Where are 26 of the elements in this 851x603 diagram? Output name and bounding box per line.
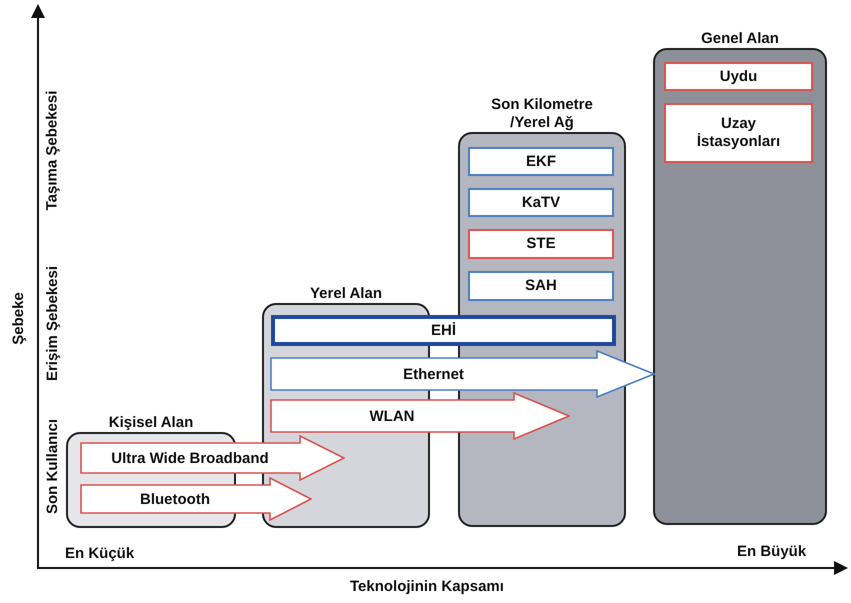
axis-label: Taşıma Şebekesi — [43, 90, 60, 210]
area-heading: Yerel Alan — [310, 285, 382, 303]
axis-label: Son Kullanıcı — [44, 418, 60, 514]
axis-label: En Büyük — [737, 543, 806, 560]
pointed-banner — [270, 392, 570, 440]
area-heading: Kişisel Alan — [108, 414, 194, 432]
banner-label: WLAN — [370, 408, 414, 424]
axis-label: Teknolojinin Kapsamı — [350, 578, 504, 595]
banner-label: Ethernet — [403, 366, 464, 382]
category-box: EHİ — [271, 315, 616, 346]
pointed-banner — [80, 477, 312, 521]
category-box: STE — [468, 229, 614, 259]
banner-label: Ultra Wide Broadband — [111, 450, 269, 466]
pointed-banner — [80, 435, 345, 481]
axis-label: Şebeke — [9, 292, 26, 344]
area-heading: Genel Alan — [701, 30, 779, 48]
category-box: Uzay İstasyonları — [664, 103, 813, 163]
axis-label: Erişim Şebekesi — [44, 265, 61, 381]
category-box: Uydu — [664, 62, 813, 91]
pointed-banner — [270, 350, 655, 398]
category-box: KaTV — [468, 188, 614, 217]
area-heading: Son Kilometre /Yerel Ağ — [490, 96, 594, 132]
axis-label: En Küçük — [65, 545, 134, 562]
category-box: SAH — [468, 271, 614, 301]
category-box: EKF — [468, 147, 614, 176]
banner-label: Bluetooth — [140, 490, 210, 508]
